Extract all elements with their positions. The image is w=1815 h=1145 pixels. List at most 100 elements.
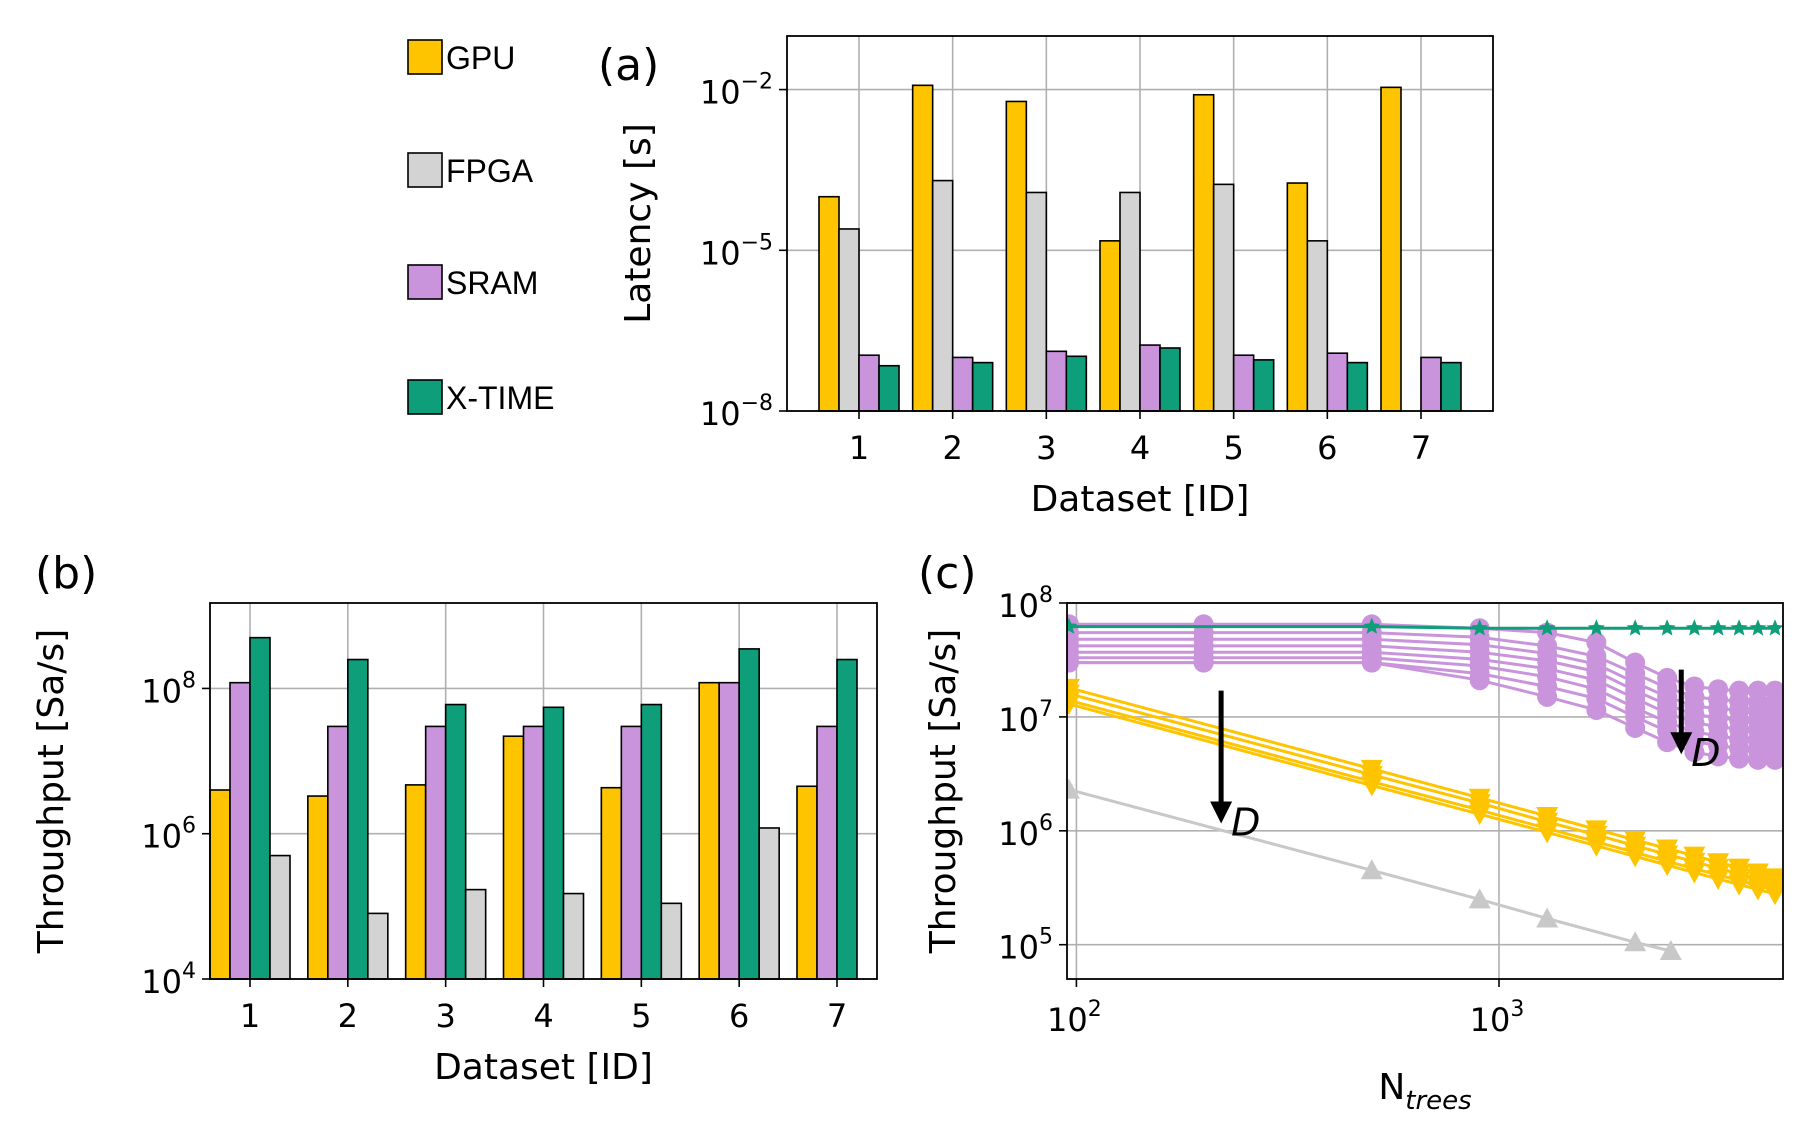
annotation-d: D: [1231, 801, 1260, 845]
bar-sram-1: [858, 354, 880, 412]
point-sram: [1708, 746, 1729, 767]
bar-xtime-4: [542, 706, 565, 980]
point-sram: [1684, 742, 1705, 763]
x-tick-label: 4: [533, 997, 553, 1035]
bar-xtime-7: [1440, 361, 1462, 412]
bar-sram-2: [327, 725, 349, 980]
bar-xtime-6: [1346, 361, 1369, 412]
bar-xtime-5: [1252, 359, 1275, 412]
bar-gpu-7: [1380, 86, 1402, 412]
x-axis-label: Dataset [ID]: [434, 1047, 653, 1088]
y-tick-label: 10−8: [700, 391, 773, 433]
bar-xtime-6: [738, 648, 760, 980]
y-tick-label: 107: [998, 697, 1053, 739]
point-xtime: [1766, 619, 1783, 636]
bar-gpu-3: [1005, 100, 1028, 412]
bar-sram-5: [1232, 354, 1255, 412]
legend-label-fpga: FPGA: [446, 153, 534, 189]
x-axis-label: Dataset [ID]: [1031, 479, 1250, 520]
bar-fpga-3: [1025, 191, 1048, 412]
point-fpga: [1360, 859, 1383, 880]
x-tick-label: 1: [849, 429, 869, 467]
bar-xtime-4: [1159, 347, 1181, 412]
y-tick-label: 104: [141, 959, 196, 1001]
point-sram: [1729, 748, 1750, 769]
bar-xtime-2: [347, 658, 369, 980]
bar-sram-3: [424, 725, 447, 980]
point-gpu: [1683, 863, 1706, 884]
point-sram: [1747, 749, 1768, 770]
bar-sram-6: [1326, 352, 1349, 412]
bar-gpu-1: [818, 195, 840, 412]
point-sram: [1625, 717, 1646, 738]
bar-sram-1: [229, 681, 251, 980]
bar-sram-3: [1045, 350, 1068, 412]
bar-xtime-2: [971, 361, 994, 412]
bar-fpga-2: [931, 179, 954, 412]
bar-xtime-3: [444, 703, 467, 980]
bar-sram-6: [718, 681, 740, 980]
x-tick-label: 102: [1047, 997, 1102, 1039]
bar-sram-7: [1420, 356, 1442, 412]
point-xtime: [1730, 619, 1748, 636]
point-xtime: [1626, 619, 1644, 636]
bar-fpga-1: [269, 854, 291, 980]
x-tick-label: 2: [338, 997, 358, 1035]
arrow-head: [1670, 732, 1693, 755]
bar-gpu-4: [502, 735, 525, 980]
point-sram: [1193, 652, 1214, 673]
y-tick-label: 106: [998, 811, 1053, 853]
point-gpu: [1624, 847, 1647, 868]
y-tick-label: 105: [998, 925, 1053, 967]
point-gpu: [1360, 776, 1383, 797]
bar-fpga-2: [367, 912, 389, 980]
bar-fpga-4: [1119, 191, 1141, 412]
x-tick-label: 3: [435, 997, 455, 1035]
bar-fpga-6: [758, 827, 780, 980]
bar-xtime-7: [836, 658, 858, 980]
point-fpga: [1624, 931, 1647, 952]
bar-gpu-4: [1099, 240, 1121, 412]
point-xtime: [1587, 619, 1605, 636]
point-gpu: [1067, 694, 1080, 715]
y-tick-label: 10−5: [700, 230, 773, 272]
y-tick-label: 10−2: [700, 70, 773, 112]
plot-frame: [1066, 602, 1784, 980]
point-sram: [1469, 670, 1490, 691]
bar-gpu-5: [600, 786, 623, 980]
point-gpu: [1707, 869, 1730, 890]
point-xtime: [1538, 619, 1556, 636]
bar-sram-4: [522, 725, 545, 980]
point-xtime: [1685, 619, 1703, 636]
bar-gpu-1: [209, 789, 231, 980]
bar-gpu-3: [404, 784, 427, 980]
bar-gpu-6: [1286, 182, 1309, 412]
bar-gpu-7: [796, 785, 818, 980]
legend-label-gpu: GPU: [446, 40, 515, 76]
annotation-d: D: [1691, 731, 1720, 775]
plot-area: [1067, 614, 1783, 961]
bar-xtime-5: [640, 703, 663, 980]
x-tick-label: 7: [827, 997, 847, 1035]
bar-fpga-5: [1212, 183, 1235, 412]
y-axis-label: Latency [s]: [618, 123, 659, 324]
y-tick-label: 108: [141, 668, 196, 710]
bar-sram-2: [951, 356, 974, 412]
bar-sram-4: [1139, 344, 1161, 412]
y-tick-label: 108: [998, 583, 1053, 625]
point-gpu: [1764, 885, 1783, 906]
point-sram: [1361, 652, 1382, 673]
x-tick-label: 1: [240, 997, 260, 1035]
legend-swatch-sram: [407, 264, 443, 300]
legend-swatch-fpga: [407, 152, 443, 188]
bar-gpu-2: [307, 795, 329, 980]
bar-xtime-1: [878, 364, 900, 412]
point-fpga: [1067, 778, 1080, 799]
point-xtime: [1658, 619, 1676, 636]
panel-label: (c): [918, 548, 977, 599]
bar-xtime-3: [1065, 355, 1088, 412]
x-tick-label: 3: [1036, 429, 1056, 467]
